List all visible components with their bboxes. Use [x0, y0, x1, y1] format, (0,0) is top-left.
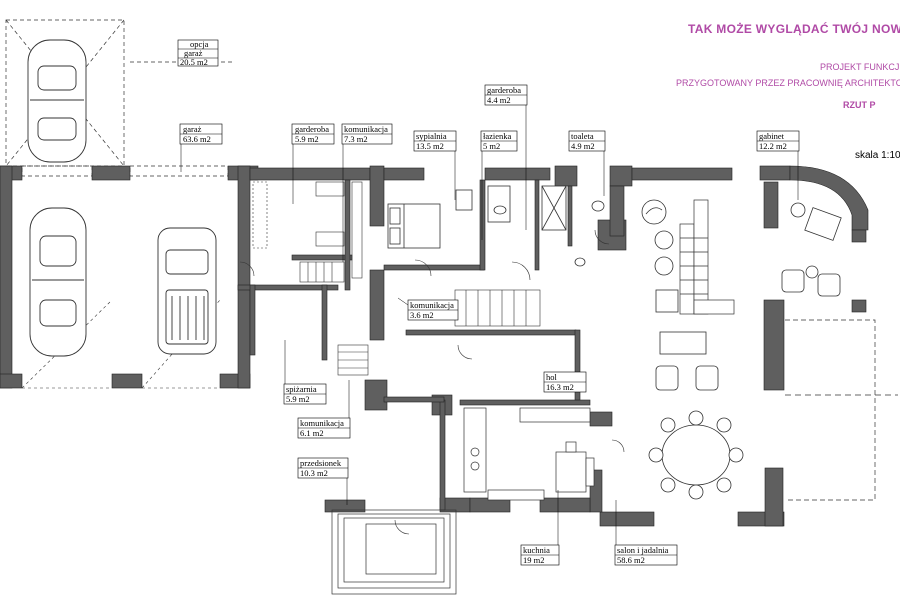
exterior-walls	[0, 165, 869, 527]
sofa-corner	[679, 199, 735, 315]
kitchen-units	[463, 407, 595, 501]
room-label-garderoba: garderoba 5.9 m2	[291, 123, 335, 204]
room-name: komunikacja	[410, 300, 454, 310]
car-icon	[29, 207, 87, 357]
room-name: salon i jadalnia	[617, 545, 669, 555]
room-area: 5 m2	[483, 141, 500, 151]
room-area: 16.3 m2	[546, 382, 574, 392]
lounge-chairs	[654, 230, 719, 391]
room-area: 5.9 m2	[295, 134, 319, 144]
bathroom-fixtures	[487, 185, 605, 267]
room-area: 3.6 m2	[410, 310, 434, 320]
room-name: hol	[546, 372, 558, 382]
room-area: 12.2 m2	[759, 141, 787, 151]
plan-type-label: RZUT P	[843, 100, 876, 110]
room-area: 10.3 m2	[300, 468, 328, 478]
room-area: 19 m2	[523, 555, 545, 565]
door-swings	[239, 229, 625, 535]
room-name: garaż	[183, 124, 202, 134]
room-label-sypialnia: sypialnia 13.5 m2	[413, 130, 457, 200]
room-name: łazienka	[483, 131, 512, 141]
office-furniture	[781, 202, 842, 297]
plant-icon	[641, 199, 667, 225]
room-name: przedsionek	[300, 458, 342, 468]
room-label-komunikacja-2: komunikacja 3.6 m2	[397, 297, 459, 321]
room-name: garaż	[184, 48, 203, 58]
room-label-komunikacja-3: komunikacja 6.1 m2	[297, 380, 351, 439]
room-area: 6.1 m2	[300, 428, 324, 438]
room-area: 13.5 m2	[416, 141, 444, 151]
room-name: garderoba	[487, 85, 521, 95]
room-area: 4.9 m2	[571, 141, 595, 151]
project-subtitle: PROJEKT FUNKCJ	[820, 62, 900, 72]
room-name: sypialnia	[416, 131, 447, 141]
room-label-gabinet: gabinet 12.2 m2	[756, 130, 800, 200]
room-name: komunikacja	[344, 124, 388, 134]
room-label-kuchnia: kuchnia 19 m2	[520, 490, 560, 566]
staircase	[299, 261, 541, 376]
room-name: opcja	[190, 39, 209, 49]
room-label-opcja-garaz: opcja garaż 20.5 m2	[177, 39, 219, 67]
room-area: 20.5 m2	[180, 57, 208, 67]
room-label-toaleta: toaleta 4.9 m2	[568, 130, 606, 196]
project-author-line: PRZYGOTOWANY PRZEZ PRACOWNIĘ ARCHITEKTO	[676, 78, 900, 88]
entrance-steps	[331, 509, 457, 595]
room-label-garaz: garaż 63.6 m2	[179, 123, 223, 172]
room-name: spiżarnia	[286, 384, 317, 394]
room-area: 63.6 m2	[183, 134, 211, 144]
wardrobe-shelves	[252, 181, 363, 279]
car-icon	[27, 39, 87, 163]
room-name: kuchnia	[523, 545, 550, 555]
project-title: TAK MOŻE WYGLĄDAĆ TWÓJ NOWY	[688, 22, 900, 36]
scale-label: skala 1:10	[855, 150, 900, 161]
room-label-salon: salon i jadalnia 58.6 m2	[614, 500, 678, 566]
dining-table	[648, 410, 744, 500]
room-area: 4.4 m2	[487, 95, 511, 105]
room-label-komunikacja: komunikacja 7.3 m2	[341, 123, 393, 262]
room-area: 5.9 m2	[286, 394, 310, 404]
room-name: komunikacja	[300, 418, 344, 428]
room-area: 7.3 m2	[344, 134, 368, 144]
terrace-outline	[785, 319, 898, 501]
bed-icon	[387, 189, 473, 249]
room-label-spizarnia: spiżarnia 5.9 m2	[283, 340, 327, 405]
room-name: toaleta	[571, 131, 594, 141]
room-label-hol: hol 16.3 m2	[543, 371, 587, 393]
room-label-przedsionek: przedsionek 10.3 m2	[297, 457, 349, 505]
room-label-garderoba-2: garderoba 4.4 m2	[484, 84, 528, 230]
room-label-lazienka: łazienka 5 m2	[480, 130, 518, 240]
room-area: 58.6 m2	[617, 555, 645, 565]
room-name: gabinet	[759, 131, 785, 141]
room-name: garderoba	[295, 124, 329, 134]
suv-icon	[157, 227, 217, 355]
